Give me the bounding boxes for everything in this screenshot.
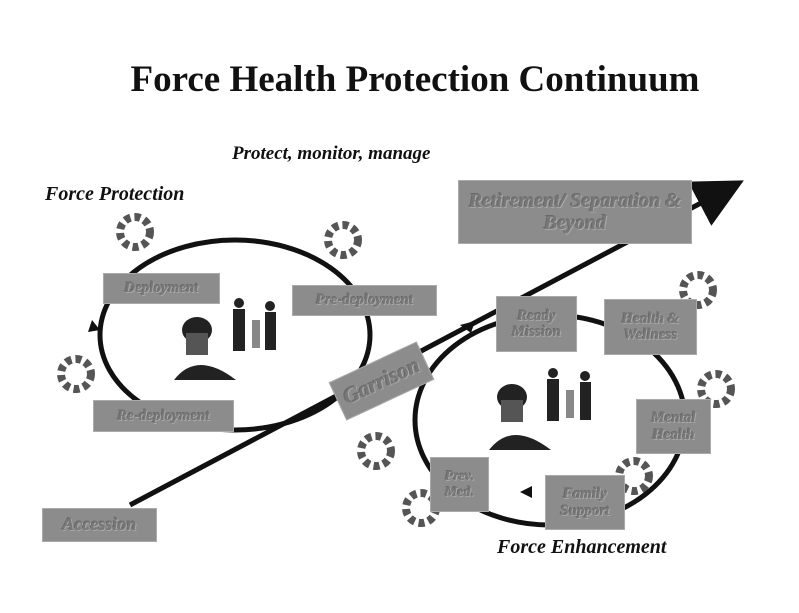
mental-health-box: Mental Health <box>636 399 711 454</box>
accession-box: Accession <box>42 508 157 542</box>
lifesaver-icon <box>615 457 653 495</box>
retirement-box: Retirement/ Separation & Beyond <box>458 180 692 244</box>
soldier-icon <box>489 384 551 450</box>
family-support-box: Family Support <box>545 475 625 530</box>
force-protection-label: Force Protection <box>45 183 185 205</box>
health-wellness-box: Health & Wellness <box>604 299 697 355</box>
family-icon <box>233 298 276 351</box>
loop-arrow-icon <box>460 321 475 333</box>
lifesaver-icon <box>697 370 735 408</box>
loop-arrow-icon <box>88 320 100 332</box>
lifesaver-icon <box>324 221 362 259</box>
page-title: Force Health Protection Continuum <box>130 59 700 100</box>
lifesaver-icon <box>57 355 95 393</box>
protection-cycle-loop <box>97 237 373 433</box>
lifesaver-icon <box>116 213 154 251</box>
loop-arrow-icon <box>520 486 532 498</box>
lifesaver-icon <box>679 271 717 309</box>
lifesaver-icon <box>357 432 395 470</box>
ready-mission-box: Ready Mission <box>496 296 577 352</box>
subtitle: Protect, monitor, manage <box>232 143 431 164</box>
soldier-icon <box>174 317 236 380</box>
family-icon <box>547 368 591 421</box>
lifesaver-icons <box>57 213 735 527</box>
pre-deployment-box: Pre-deployment <box>292 285 437 316</box>
deployment-box: Deployment <box>103 273 220 304</box>
re-deployment-box: Re-deployment <box>93 400 234 432</box>
prev-med-box: Prev. Med. <box>430 457 489 512</box>
force-enhancement-label: Force Enhancement <box>497 536 667 558</box>
